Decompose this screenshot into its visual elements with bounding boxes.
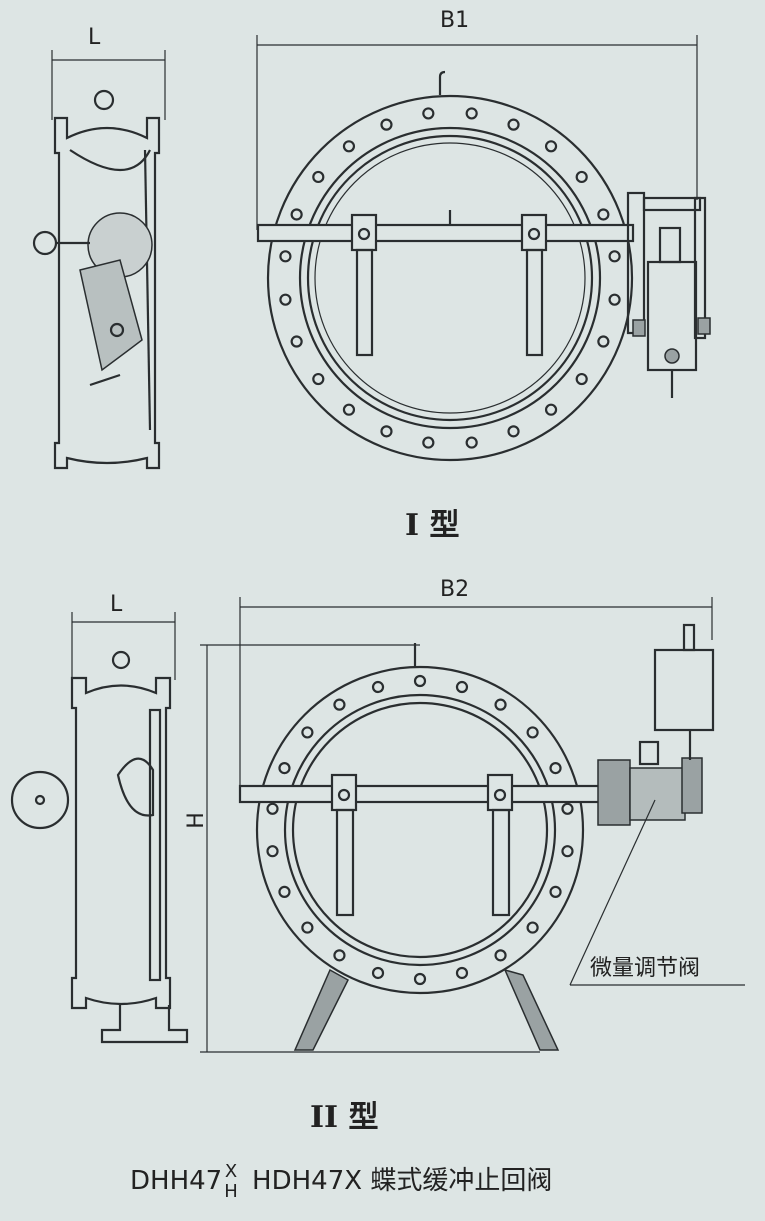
bolt-hole: [608, 250, 621, 263]
bolt-hole: [380, 425, 393, 438]
bolt-hole: [597, 208, 610, 221]
type1-width-dimension: B1: [440, 8, 470, 33]
micro-adjust-valve-callout: 微量调节阀: [590, 956, 701, 981]
bolt-hole: [371, 966, 385, 980]
caption-subscript: H: [224, 1180, 238, 1202]
bolt-hole: [278, 885, 291, 898]
bolt-hole: [333, 698, 346, 711]
type1-side-view: [32, 50, 166, 470]
bolt-hole: [455, 680, 469, 694]
bolt-hole: [290, 208, 303, 221]
bolt-hole: [549, 885, 562, 898]
type2-title: II 型: [310, 1100, 379, 1135]
bolt-hole: [312, 170, 325, 184]
bolt-hole: [422, 107, 435, 120]
bolt-hole: [507, 425, 520, 438]
bolt-hole: [597, 335, 610, 348]
type1-front-view: [256, 35, 711, 462]
bolt-hole: [526, 921, 539, 934]
type2-side-view: [10, 612, 189, 1044]
type2-width-dimension: B2: [440, 577, 470, 602]
bolt-hole: [494, 949, 507, 962]
bolt-hole: [544, 403, 558, 416]
bolt-hole: [380, 118, 393, 131]
type2-front-view: [200, 597, 745, 1053]
bolt-hole: [526, 726, 539, 739]
bolt-hole: [422, 436, 435, 449]
bolt-hole: [342, 140, 356, 153]
type2-length-dimension: L: [110, 592, 123, 617]
bolt-hole: [266, 802, 279, 815]
caption-title: HDH47X 蝶式缓冲止回阀: [252, 1166, 553, 1196]
bolt-hole: [465, 436, 478, 449]
bolt-hole: [278, 762, 291, 775]
type1-title: I 型: [405, 508, 460, 543]
type2-height-dimension: H: [183, 812, 209, 829]
bolt-hole: [608, 293, 621, 306]
bolt-hole: [544, 140, 558, 153]
bolt-hole: [575, 372, 588, 386]
bolt-hole: [494, 698, 507, 711]
caption-superscript: X: [224, 1160, 238, 1182]
bolt-hole: [507, 118, 520, 131]
bolt-hole: [413, 972, 427, 986]
bolt-hole: [333, 949, 346, 962]
bolt-hole: [312, 372, 325, 386]
bolt-hole: [561, 802, 574, 815]
bolt-hole: [279, 250, 292, 263]
bolt-hole: [371, 680, 385, 694]
bolt-hole: [266, 845, 279, 858]
bolt-hole: [561, 845, 574, 858]
bolt-hole: [279, 293, 292, 306]
bolt-hole: [301, 921, 314, 934]
type1-length-dimension: L: [88, 25, 101, 50]
bolt-hole: [455, 966, 469, 980]
bolt-hole: [413, 674, 427, 688]
bolt-hole: [301, 726, 314, 739]
bolt-hole: [575, 170, 588, 184]
bolt-hole: [342, 403, 356, 416]
bolt-hole: [549, 762, 562, 775]
bolt-hole: [290, 335, 303, 348]
caption-model-prefix: DHH47: [130, 1166, 223, 1196]
bolt-hole: [465, 107, 478, 120]
